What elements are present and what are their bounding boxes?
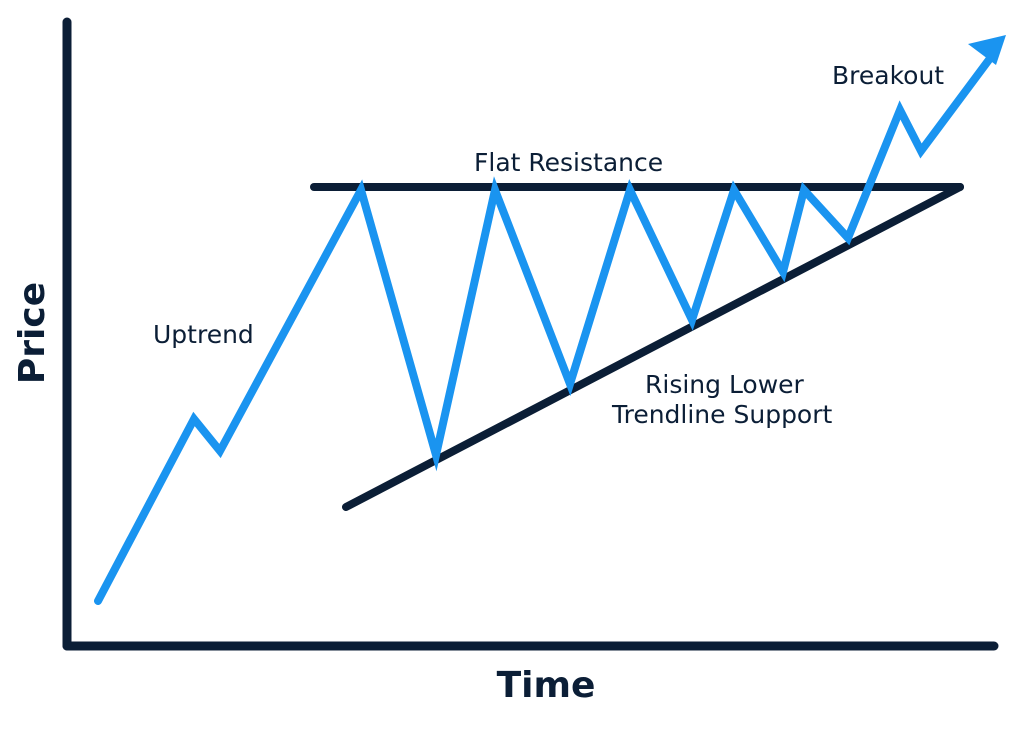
breakout-arrowhead: [968, 35, 1006, 65]
rising-support-label-line1: Rising Lower: [645, 370, 805, 399]
y-axis-label: Price: [12, 282, 53, 384]
breakout-label: Breakout: [832, 61, 944, 90]
uptrend-label: Uptrend: [153, 320, 254, 349]
flat-resistance-label: Flat Resistance: [474, 148, 663, 177]
rising-support-line: [342, 183, 964, 511]
rising-support-label-line2: Trendline Support: [611, 400, 833, 429]
x-axis-label: Time: [497, 665, 596, 706]
price-path: [94, 49, 998, 605]
